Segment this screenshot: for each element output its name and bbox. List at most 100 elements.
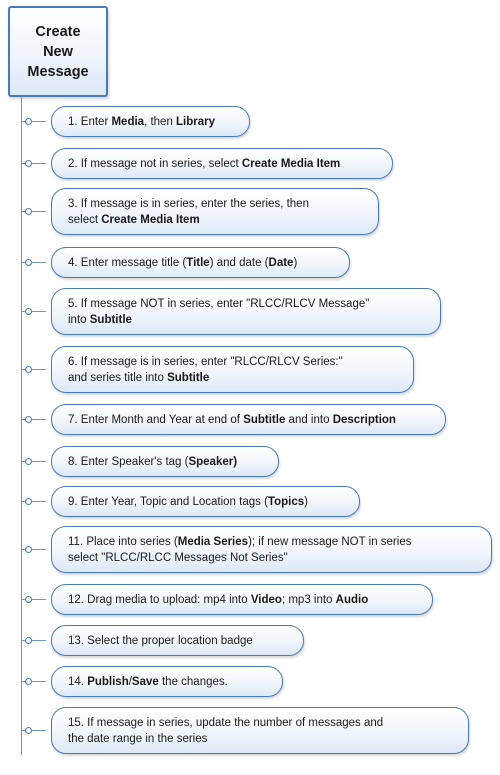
step-text: 4. Enter message title (Title) and date … [68,255,297,271]
step-connector-dot [25,498,32,505]
step-text-emphasis: Create Media Item [101,213,200,226]
step-text-emphasis: Subtitle [89,313,132,326]
step-connector-dot [25,637,32,644]
step-connector-line [22,310,46,312]
step-box-9: 9. Enter Year, Topic and Location tags (… [51,486,360,517]
root-title-line-2: New [43,43,73,60]
tree-trunk-line [21,97,22,755]
step-text-line: the date range in the series [68,731,383,747]
step-text: 3. If message is in series, enter the se… [68,196,309,228]
step-connector-line [22,418,46,420]
step-box-1: 1. Enter Media, then Library [51,106,250,137]
step-text-segment: 15. If message in series, update the num… [68,716,384,729]
step-connector-line [22,210,46,212]
step-text: 2. If message not in series, select Crea… [68,156,340,172]
step-text-emphasis: Media [111,115,145,128]
step-box-14: 15. If message in series, update the num… [51,707,469,754]
step-text-segment: 7. Enter Month and Year at end of [68,413,244,426]
step-text-emphasis: Publish [87,675,129,688]
root-title-line-1: Create [35,23,81,40]
step-text-line: 1. Enter Media, then Library [68,114,215,130]
step-text: 5. If message NOT in series, enter "RLCC… [68,296,369,328]
step-text: 1. Enter Media, then Library [68,114,215,130]
step-text-segment: and series title into [68,371,168,384]
step-text-segment: ); if new message NOT in series [248,535,412,548]
step-text-segment: 12. Drag media to upload: mp4 into [68,593,251,606]
step-connector-dot [25,727,32,734]
step-connector-line [22,460,46,462]
step-box-8: 8. Enter Speaker's tag (Speaker) [51,446,279,477]
step-connector-line [22,368,46,370]
step-text-emphasis: Date [268,256,294,269]
step-text: 15. If message in series, update the num… [68,715,383,747]
step-box-3: 3. If message is in series, enter the se… [51,188,379,235]
step-text-segment: and into [285,413,333,426]
step-text-line: 15. If message in series, update the num… [68,715,383,731]
step-text-segment: the changes. [158,675,228,688]
step-text: 11. Place into series (Media Series); if… [68,534,411,566]
step-text-segment: 9. Enter Year, Topic and Location tags ( [68,495,268,508]
step-text-segment: ) and date ( [209,256,269,269]
step-text-line: 3. If message is in series, enter the se… [68,196,309,212]
step-text-line: 5. If message NOT in series, enter "RLCC… [68,296,369,312]
step-text-emphasis: Subtitle [243,413,286,426]
step-text-line: 8. Enter Speaker's tag (Speaker) [68,454,237,470]
step-text-emphasis: Media Series [177,535,249,548]
step-text-segment: , then [144,115,177,128]
step-connector-line [22,500,46,502]
step-text-emphasis: Audio [335,593,369,606]
step-connector-dot [25,546,32,553]
step-connector-dot [25,208,32,215]
step-connector-dot [25,458,32,465]
step-connector-line [22,261,46,263]
step-text-segment: 4. Enter message title ( [68,256,187,269]
step-text-segment: ) [304,495,308,508]
step-connector-dot [25,259,32,266]
step-box-13: 14. Publish/Save the changes. [51,666,283,697]
root-title-line-3: Message [27,63,89,80]
step-connector-dot [25,678,32,685]
step-box-6: 6. If message is in series, enter "RLCC/… [51,346,414,393]
step-connector-dot [25,416,32,423]
step-text-emphasis: Library [176,115,216,128]
step-connector-line [22,598,46,600]
step-text-line: 12. Drag media to upload: mp4 into Video… [68,592,368,608]
step-box-7: 7. Enter Month and Year at end of Subtit… [51,404,446,435]
step-text-line: into Subtitle [68,312,369,328]
step-text-line: 14. Publish/Save the changes. [68,674,228,690]
step-text-line: 9. Enter Year, Topic and Location tags (… [68,494,308,510]
step-connector-dot [25,366,32,373]
step-text-line: select Create Media Item [68,212,309,228]
step-text-emphasis: Video [250,593,282,606]
step-text-segment: 6. If message is in series, enter "RLCC/… [68,355,343,368]
step-connector-dot [25,596,32,603]
step-text-line: 13. Select the proper location badge [68,633,253,649]
step-box-5: 5. If message NOT in series, enter "RLCC… [51,288,441,335]
root-topic-create-new-message: Create New Message [8,6,108,97]
step-text-segment: 5. If message NOT in series, enter "RLCC… [68,297,370,310]
step-text: 8. Enter Speaker's tag (Speaker) [68,454,237,470]
step-text-segment: 14. [68,675,88,688]
step-text-emphasis: Title [186,256,210,269]
step-text-emphasis: Save [131,675,159,688]
step-text: 9. Enter Year, Topic and Location tags (… [68,494,308,510]
step-connector-line [22,162,46,164]
step-text: 14. Publish/Save the changes. [68,674,228,690]
step-text-emphasis: Create Media Item [241,157,341,170]
step-text-segment: 13. Select the proper location badge [68,634,253,647]
step-text-line: 11. Place into series (Media Series); if… [68,534,411,550]
step-text: 6. If message is in series, enter "RLCC/… [68,354,343,386]
step-text-segment: select [68,213,102,226]
step-box-2: 2. If message not in series, select Crea… [51,148,393,179]
step-connector-line [22,548,46,550]
step-box-11: 12. Drag media to upload: mp4 into Video… [51,584,433,615]
step-box-10: 11. Place into series (Media Series); if… [51,526,492,573]
step-text: 13. Select the proper location badge [68,633,253,649]
step-box-4: 4. Enter message title (Title) and date … [51,247,350,278]
step-box-12: 13. Select the proper location badge [51,625,304,656]
step-connector-dot [25,118,32,125]
step-connector-dot [25,308,32,315]
step-text-segment: 1. Enter [68,115,112,128]
step-text-line: and series title into Subtitle [68,370,343,386]
step-text-segment: the date range in the series [68,732,208,745]
